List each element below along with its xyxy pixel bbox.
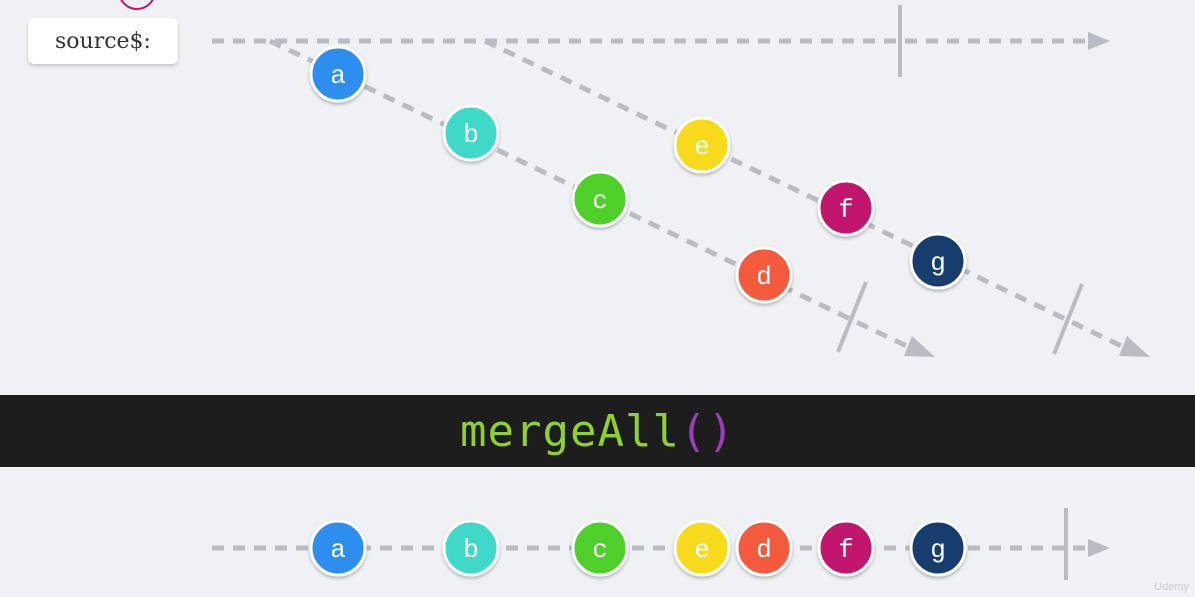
output-marble-e-label: e (694, 535, 710, 565)
output-marble-g-circle (909, 519, 967, 577)
output-marble-g: g (909, 519, 967, 577)
output-marble-a-label: a (330, 535, 346, 565)
input-marble-e: e (673, 116, 731, 174)
input-marble-g: g (909, 232, 967, 290)
output-marble-d-circle (735, 519, 793, 577)
operator-parens: () (679, 405, 735, 457)
input-marble-b: b (442, 104, 500, 162)
input-marble-d: d (735, 246, 793, 304)
input-marble-f-label: f (838, 195, 854, 225)
watermark: Udemy (1154, 581, 1189, 593)
output-marble-f: f (817, 519, 875, 577)
operator-name: mergeAll (460, 405, 680, 457)
input-marble-e-circle (673, 116, 731, 174)
output-marble-c-circle (571, 519, 629, 577)
output-marble-b: b (442, 519, 500, 577)
output-marble-a-circle (309, 519, 367, 577)
input-marble-f-circle (817, 179, 875, 237)
output-marble-a: a (309, 519, 367, 577)
inner-timeline-2 (483, 38, 1132, 353)
input-marble-g-label: g (930, 248, 946, 278)
output-marble-c: c (571, 519, 629, 577)
operator-bar: mergeAll() (0, 395, 1195, 467)
output-marble-f-circle (817, 519, 875, 577)
output-marble-g-label: g (930, 535, 946, 565)
inner-complete-marker-1 (836, 281, 868, 353)
input-marble-g-circle (909, 232, 967, 290)
input-marble-b-label: b (463, 120, 479, 150)
input-marble-b-circle (442, 104, 500, 162)
marble-layer: a b c d e f g a b c e d f g (309, 45, 967, 577)
output-marble-c-label: c (592, 535, 608, 565)
output-marble-d: d (735, 519, 793, 577)
input-marble-c: c (571, 170, 629, 228)
input-marble-f: f (817, 179, 875, 237)
output-marble-e-circle (673, 519, 731, 577)
source-label: source$: (28, 18, 178, 64)
input-marble-c-circle (571, 170, 629, 228)
output-timeline-arrowhead (1088, 539, 1110, 557)
input-marble-d-label: d (756, 262, 772, 292)
input-marble-d-circle (735, 246, 793, 304)
inner-complete-marker-2 (1052, 283, 1084, 355)
input-marble-a: a (309, 45, 367, 103)
input-marble-e-label: e (694, 132, 710, 162)
output-marble-b-label: b (463, 535, 479, 565)
output-marble-e: e (673, 519, 731, 577)
inner-timeline-2-arrowhead (1119, 336, 1150, 357)
output-marble-d-label: d (756, 535, 772, 565)
input-marble-c-label: c (592, 186, 608, 216)
source-timeline-arrowhead (1088, 32, 1110, 50)
output-marble-f-label: f (838, 535, 854, 565)
input-marble-a-circle (309, 45, 367, 103)
output-marble-b-circle (442, 519, 500, 577)
inner-timeline-1-arrowhead (904, 336, 935, 357)
input-marble-a-label: a (330, 61, 346, 91)
